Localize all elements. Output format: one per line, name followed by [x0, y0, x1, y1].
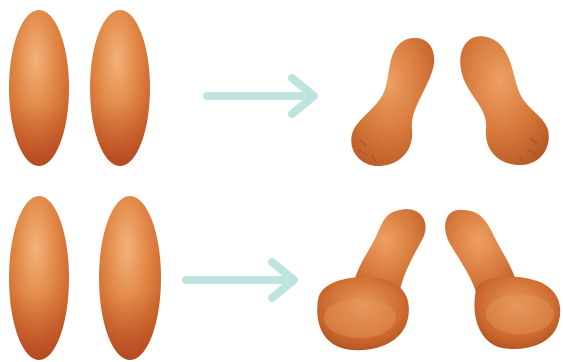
- bottom-final-boot-pair: [317, 209, 560, 350]
- top-right-oval: [90, 10, 150, 166]
- top-arrow: [207, 78, 314, 114]
- bottom-arrow: [186, 262, 294, 298]
- bottom-right-boot: [445, 210, 560, 349]
- bottom-right-oval: [99, 196, 161, 360]
- top-left-bean: [351, 38, 434, 166]
- bottom-initial-oval-pair: [9, 196, 161, 360]
- top-left-oval: [9, 10, 69, 166]
- top-right-bean: [460, 36, 549, 165]
- bottom-left-boot: [317, 209, 425, 350]
- top-final-bean-pair: [351, 36, 549, 166]
- top-initial-oval-pair: [9, 10, 150, 166]
- bottom-left-oval: [9, 196, 69, 360]
